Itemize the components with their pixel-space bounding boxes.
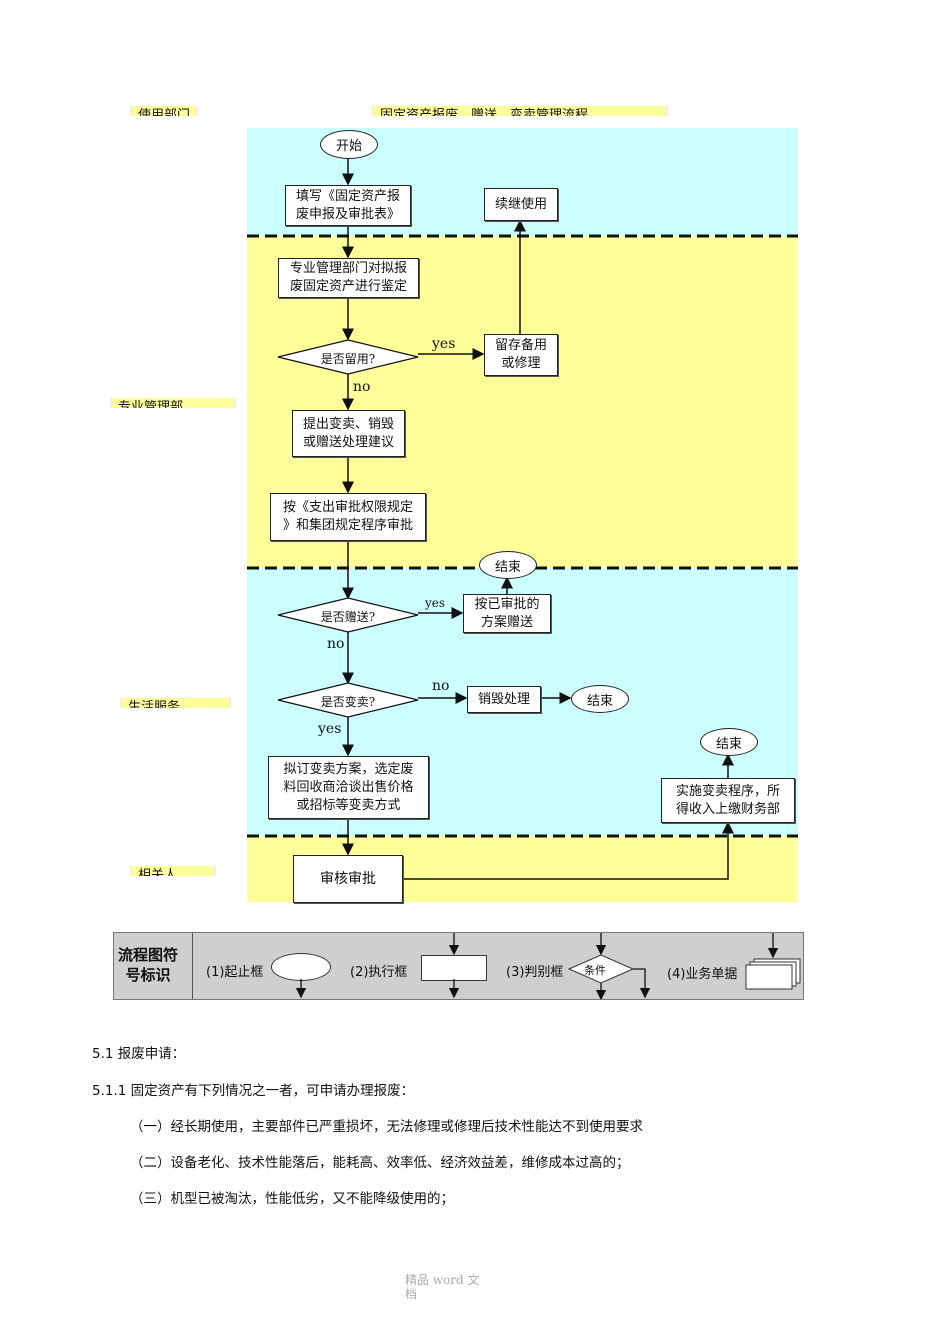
list-item: （一）经长期使用，主要部件已严重损坏，无法修理或修理后技术性能达不到使用要求 <box>130 1119 643 1135</box>
footer-watermark: 精品 word 文档 <box>405 1273 480 1301</box>
section-heading: 5.1 报废申请： <box>92 1046 186 1062</box>
sell-plan-step: 拟订变卖方案，选定废料回收商洽谈出售价格或招标等变卖方式 <box>268 756 429 819</box>
line: 拟订变卖方案，选定废 <box>283 761 414 777</box>
line: 档 <box>405 1287 418 1301</box>
lane-label-professional: 专业管理部 <box>110 398 236 408</box>
decision-sell <box>277 682 419 718</box>
line: 废固定资产进行鉴定 <box>289 279 407 294</box>
line: 按《支出审批权限规定 <box>282 500 413 515</box>
donate-step: 按已审批的方案赠送 <box>463 594 551 633</box>
approve-step: 按《支出审批权限规定》和集团规定程序审批 <box>270 493 426 541</box>
line: 专业管理部门对拟报 <box>289 261 407 276</box>
lane-label-service: 生活服务 <box>120 698 231 708</box>
line: 留存备用 <box>494 338 547 353</box>
flow-connectors <box>247 158 798 880</box>
line: 流程图符 <box>118 946 179 964</box>
legend-start-end: (1)起止框 <box>206 965 264 980</box>
decision-sell-label: 是否变卖? <box>320 695 376 709</box>
line: 或修理 <box>501 356 541 371</box>
decision-retain-label: 是否留用? <box>320 352 376 366</box>
retain-repair-step: 留存备用或修理 <box>484 334 558 376</box>
line: 料回收商洽谈出售价格 <box>283 779 414 795</box>
legend-document: (4)业务单据 <box>667 967 738 982</box>
appraise-step: 专业管理部门对拟报废固定资产进行鉴定 <box>278 258 419 298</box>
end-terminal-destroy: 结束 <box>571 685 629 713</box>
propose-step: 提出变卖、销毁或赠送处理建议 <box>292 410 405 457</box>
subsection-heading: 5.1.1 固定资产有下列情况之一者，可申请办理报废： <box>92 1083 415 1099</box>
edge-label-yes: yes <box>425 596 446 610</box>
edge-label-yes: yes <box>432 336 456 352</box>
list-item: （二）设备老化、技术性能落后，能耗高、效率低、经济效益差，维修成本过高的； <box>130 1155 630 1171</box>
line: 精品 word 文 <box>405 1273 480 1287</box>
edge-label-no: no <box>432 678 450 694</box>
legend-process: (2)执行框 <box>350 965 408 980</box>
line: 实施变卖程序，所 <box>675 783 780 799</box>
line: 按已审批的 <box>474 596 540 612</box>
end-terminal-donate: 结束 <box>479 551 537 579</box>
flowchart-legend: 流程图符号标识 (1)起止框 (2)执行框 (3)判别框 条件 (4)业务单据 <box>113 932 804 1000</box>
lane-label-related: 相关人 <box>130 866 216 876</box>
legend-condition: 条件 <box>584 964 606 977</box>
decision-retain <box>277 339 419 375</box>
legend-title: 流程图符号标识 <box>118 945 178 985</box>
lane-label-user-dept: 使用部门 <box>130 106 199 116</box>
fill-form-step: 填写《固定资产报废申报及审批表》 <box>285 185 411 226</box>
edge-label-yes: yes <box>318 721 342 737</box>
line: 或赠送处理建议 <box>302 434 394 450</box>
legend-decision: (3)判别框 <box>506 965 564 980</box>
end-terminal-sell: 结束 <box>700 728 758 756</box>
review-step: 审核审批 <box>293 855 403 903</box>
start-terminal: 开始 <box>320 130 378 159</box>
line: 得收入上缴财务部 <box>675 801 780 817</box>
line: 或招标等变卖方式 <box>296 797 401 813</box>
destroy-step: 销毁处理 <box>467 686 541 713</box>
line: 方案赠送 <box>480 614 533 630</box>
implement-sale-step: 实施变卖程序，所得收入上缴财务部 <box>661 778 795 823</box>
line: 填写《固定资产报 <box>295 188 400 204</box>
list-item: （三）机型已被淘汰，性能低劣，又不能降级使用的； <box>130 1191 454 1207</box>
edge-label-no: no <box>353 379 371 395</box>
edge-label-no: no <box>327 636 345 652</box>
flowchart-title: 固定资产报废、赠送、变卖管理流程 <box>372 106 668 116</box>
legend-divider <box>192 933 193 999</box>
line: 废申报及审批表》 <box>295 206 400 222</box>
decision-donate <box>277 597 419 633</box>
continue-use-step: 续继使用 <box>484 188 558 221</box>
decision-donate-label: 是否赠送? <box>320 610 376 624</box>
legend-rect-icon <box>421 955 487 981</box>
line: 号标识 <box>125 966 171 984</box>
line: 提出变卖、销毁 <box>302 416 394 432</box>
line: 》和集团规定程序审批 <box>282 518 413 533</box>
legend-ellipse-icon <box>271 953 331 981</box>
legend-symbols <box>295 933 801 999</box>
